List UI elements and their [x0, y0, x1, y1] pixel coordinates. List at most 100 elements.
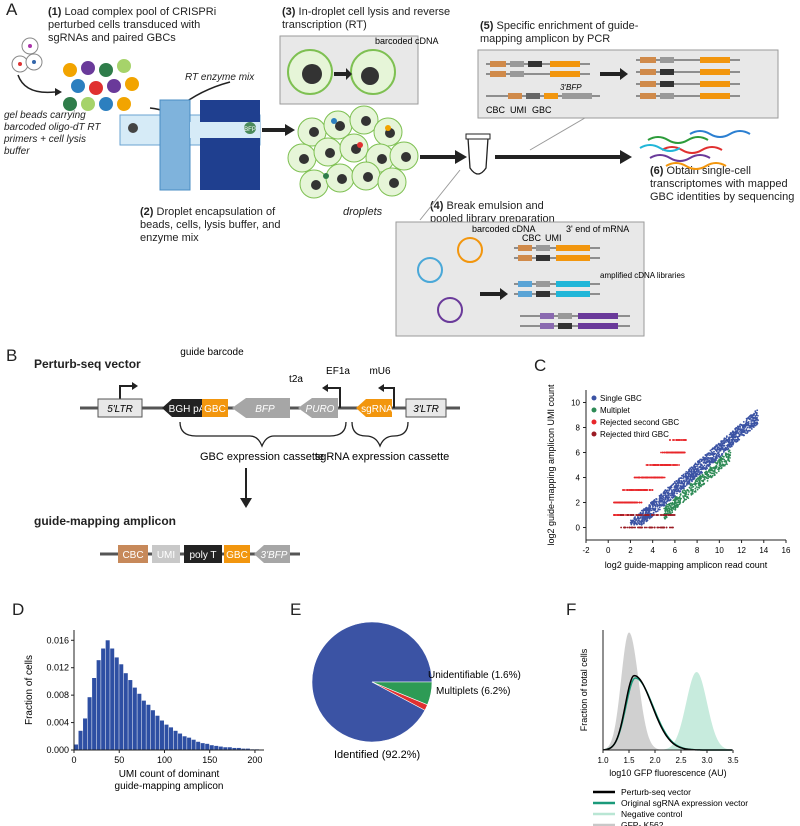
panel-d-letter: D [12, 600, 25, 619]
point-rejected-second [685, 439, 687, 441]
x-tick-label: 2 [628, 546, 633, 555]
point-single [660, 504, 663, 507]
point-multiplet [690, 488, 693, 491]
point-single [705, 460, 708, 463]
point-single [662, 492, 665, 494]
histogram-bar [232, 747, 237, 750]
point-multiplet [717, 470, 720, 472]
point-rejected-third [650, 526, 653, 529]
svg-text:UMI: UMI [510, 105, 527, 115]
point-rejected-third [620, 514, 623, 516]
point-multiplet [711, 468, 713, 471]
point-multiplet [694, 480, 697, 483]
point-multiplet [706, 475, 709, 477]
point-single [718, 444, 721, 447]
point-single [654, 510, 657, 513]
point-single [697, 471, 699, 474]
point-multiplet [685, 498, 688, 501]
point-multiplet [668, 510, 671, 513]
point-single [734, 428, 737, 431]
point-multiplet [718, 459, 721, 462]
pcr-amplicons [486, 57, 740, 99]
x-tick-label: 3.0 [701, 756, 713, 765]
point-multiplet [691, 483, 694, 486]
point-single [690, 469, 693, 472]
point-single [732, 441, 735, 444]
point-multiplet [690, 493, 693, 496]
point-single [680, 479, 683, 482]
point-single [639, 521, 641, 523]
panel-e-letter: E [290, 600, 302, 619]
x-tick-label: 16 [782, 546, 791, 555]
legend-label: Negative control [621, 809, 683, 819]
point-rejected-second [673, 451, 676, 454]
point-single [707, 464, 710, 467]
point-multiplet [671, 511, 674, 514]
point-single [701, 466, 704, 469]
point-rejected-second [613, 514, 616, 516]
point-single [638, 517, 641, 520]
point-single [693, 466, 696, 469]
point-single [747, 420, 750, 423]
point-single [677, 484, 680, 486]
point-single [753, 424, 756, 427]
point-single [706, 458, 708, 461]
point-rejected-second [682, 439, 685, 441]
panel-c-letter: C [534, 356, 547, 375]
point-rejected-third [623, 526, 625, 529]
point-single [727, 445, 729, 447]
point-single [754, 422, 757, 425]
point-single [746, 431, 749, 434]
point-rejected-second [665, 451, 667, 454]
point-multiplet [670, 508, 673, 510]
point-single [724, 439, 727, 442]
point-multiplet [676, 506, 679, 509]
legend-marker [591, 395, 597, 401]
point-multiplet [709, 466, 712, 469]
point-multiplet [669, 505, 672, 508]
point-single [718, 447, 721, 450]
svg-text:3'BFP: 3'BFP [560, 83, 582, 92]
histogram-bar [191, 739, 196, 750]
point-single [670, 489, 673, 491]
point-multiplet [724, 460, 726, 463]
point-single [739, 427, 742, 430]
point-multiplet [672, 503, 675, 505]
legend-label: Multiplet [600, 406, 631, 415]
point-single [718, 456, 721, 459]
point-multiplet [706, 471, 709, 474]
point-multiplet [694, 483, 697, 486]
histogram-bar [164, 724, 169, 750]
point-multiplet [722, 464, 725, 467]
point-single [755, 417, 758, 420]
point-single [695, 470, 698, 472]
point-multiplet [710, 472, 713, 475]
point-single [670, 486, 673, 489]
point-multiplet [726, 463, 728, 466]
point-single [743, 429, 746, 432]
point-single [721, 444, 723, 447]
x-tick-label: 1.5 [623, 756, 635, 765]
point-single [744, 426, 747, 428]
point-multiplet [714, 467, 716, 470]
point-multiplet [665, 515, 668, 518]
point-single [714, 452, 717, 455]
point-multiplet [697, 482, 700, 485]
x-tick-label: 2.5 [675, 756, 687, 765]
point-multiplet [686, 495, 689, 498]
point-single [678, 487, 681, 489]
point-single [715, 453, 718, 456]
point-single [714, 456, 717, 458]
point-single [710, 461, 712, 464]
point-rejected-second [660, 451, 662, 454]
point-single [662, 496, 665, 499]
point-rejected-third [644, 526, 647, 529]
point-rejected-second [644, 489, 646, 491]
point-multiplet [724, 453, 727, 455]
point-single [755, 423, 758, 426]
point-single [661, 501, 664, 503]
point-single [700, 458, 703, 461]
point-rejected-second [648, 464, 651, 466]
histogram-bar [214, 745, 219, 750]
point-rejected-second [621, 501, 624, 504]
